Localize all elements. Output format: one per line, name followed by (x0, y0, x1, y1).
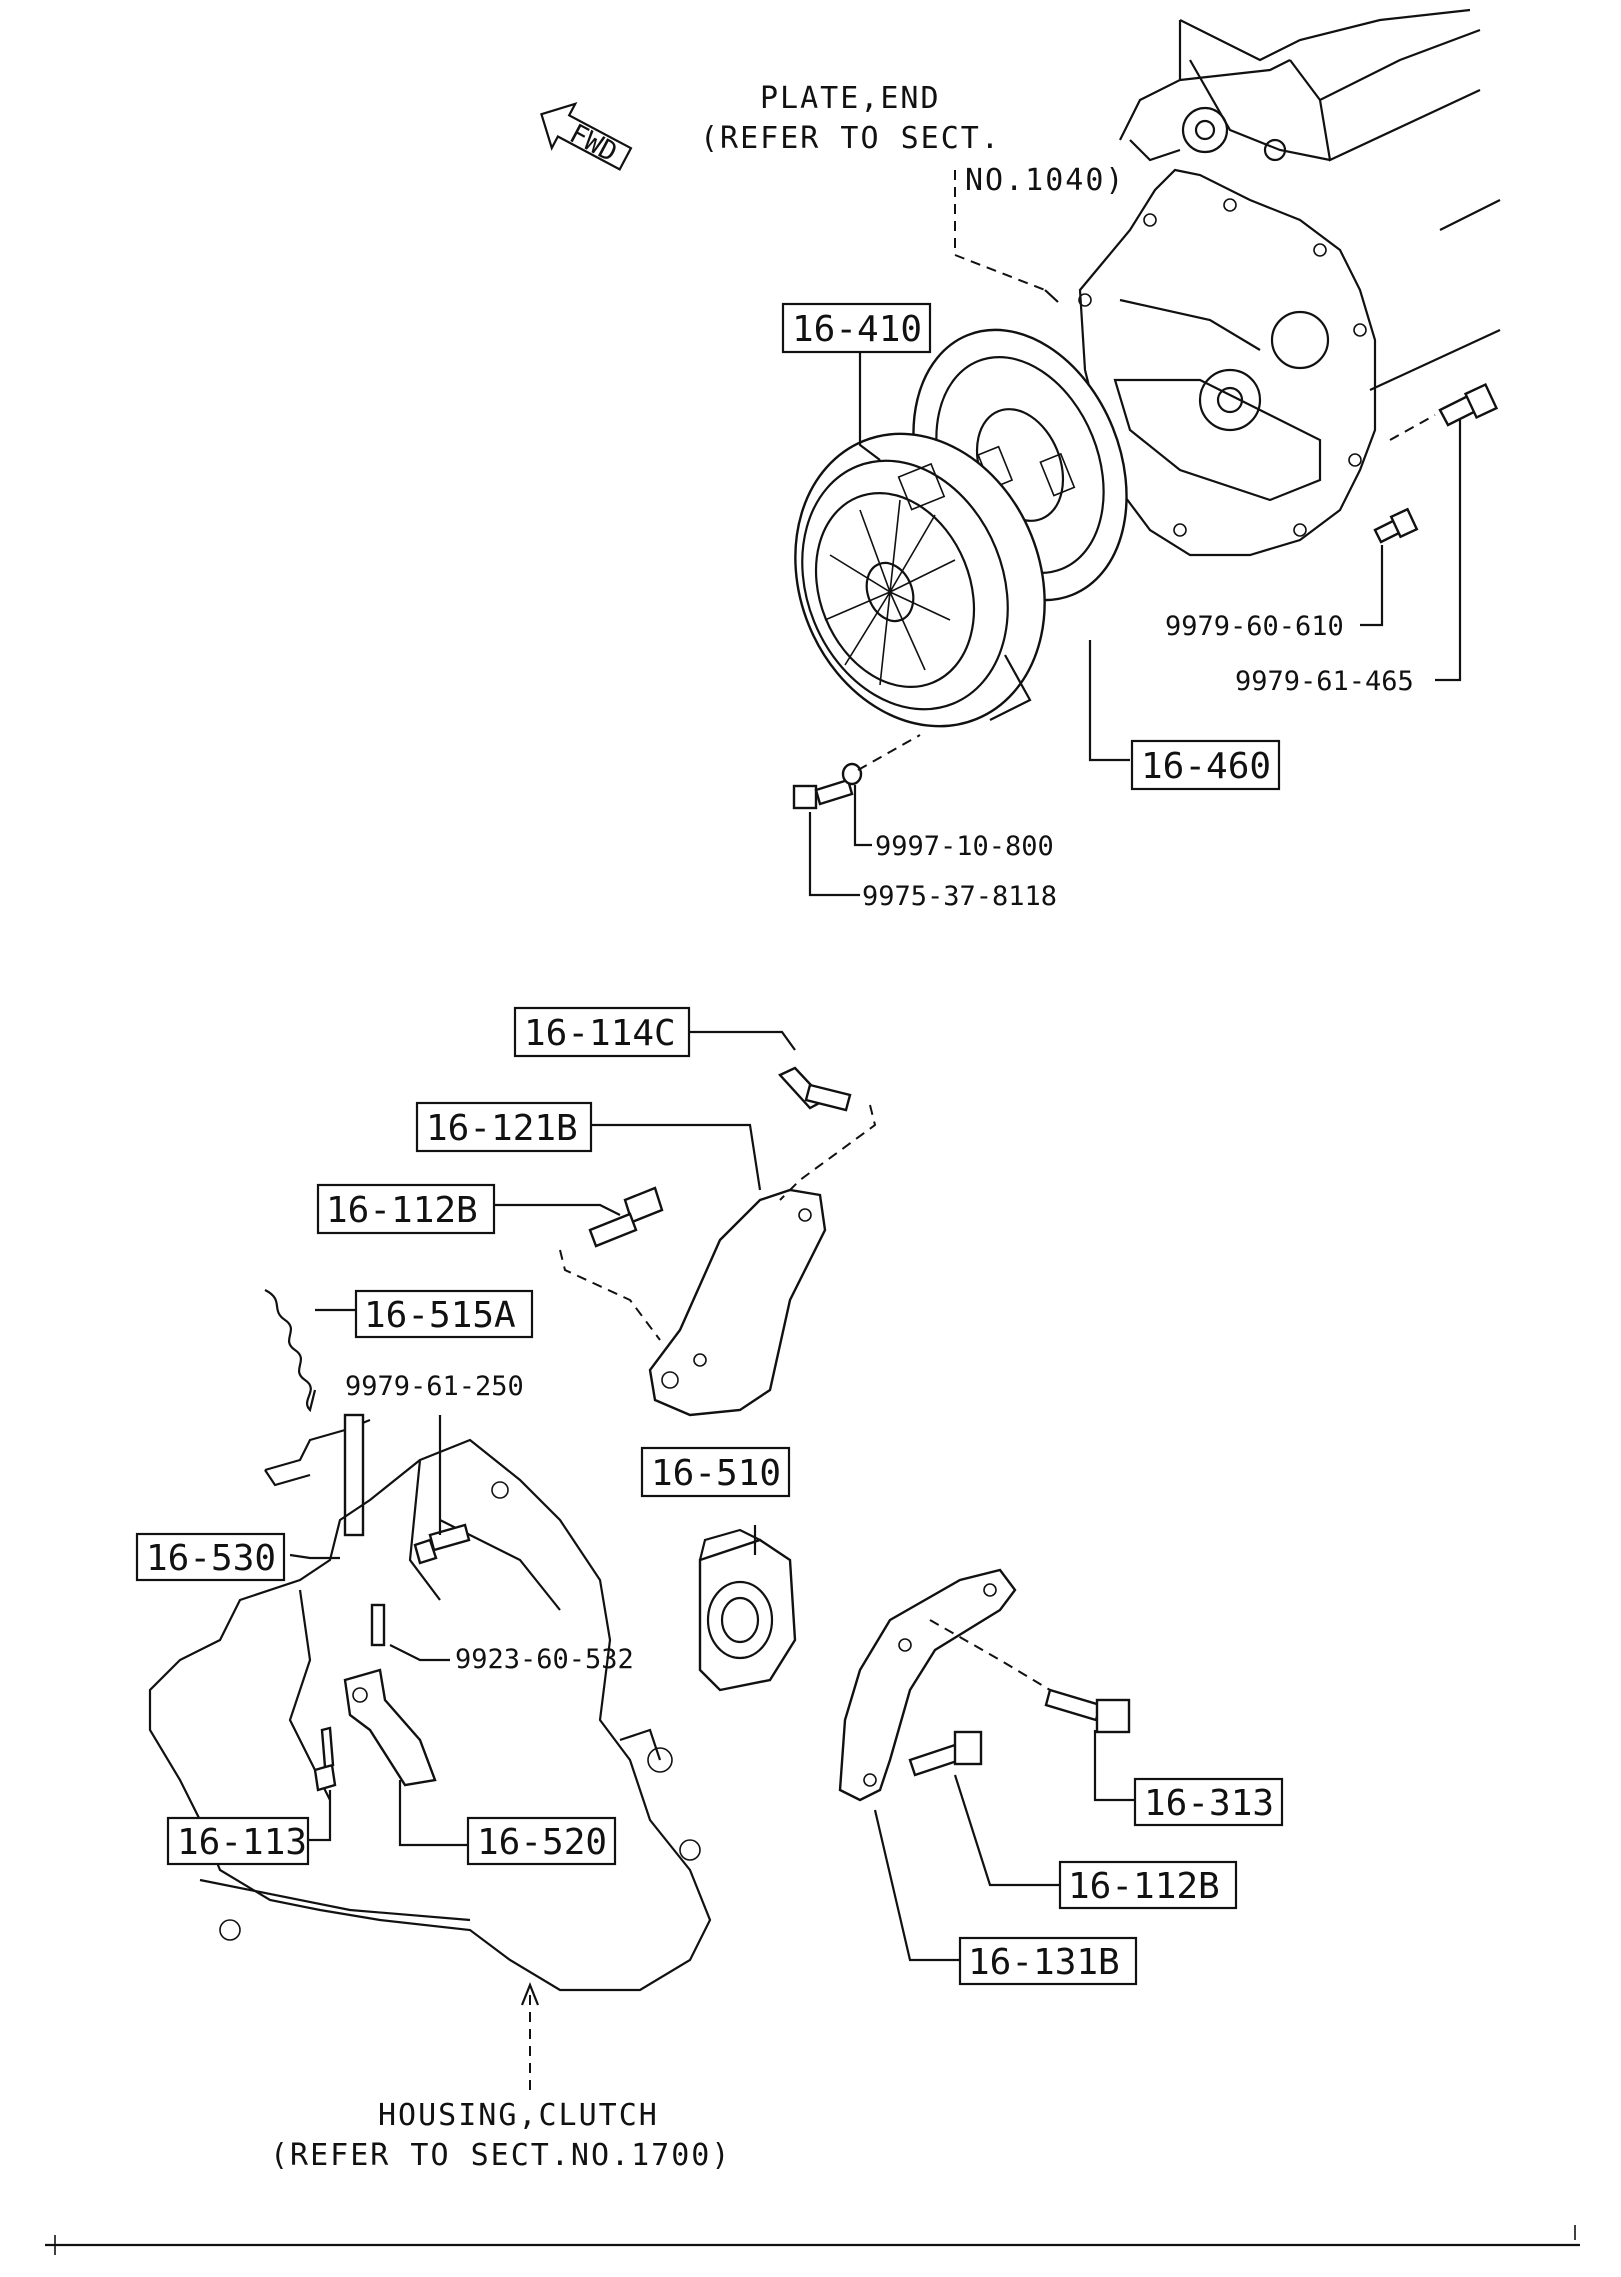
fwd-label: FWD (564, 118, 622, 168)
part-box-16-112b-top (316, 1183, 496, 1235)
bolt-16-313-illustration (1044, 1688, 1131, 1734)
part-box-16-121b (415, 1101, 593, 1153)
release-fork-illustration (343, 1668, 437, 1787)
pressure-plate-bolt-illustration (792, 762, 863, 810)
part-number-9975-37-8118: 9975-37-8118 (862, 881, 1057, 912)
bolt-16-114c-illustration (778, 1066, 852, 1112)
part-box-16-520 (466, 1816, 617, 1866)
part-label-16-112b-top: 16-112B (326, 1190, 478, 1231)
part-number-9923-60-532: 9923-60-532 (455, 1644, 634, 1675)
part-number-9979-60-610: 9979-60-610 (1165, 611, 1344, 642)
part-box-16-515a (354, 1289, 534, 1339)
part-box-16-313 (1133, 1777, 1284, 1827)
release-bracket-illustration (648, 1188, 827, 1417)
part-label-16-530: 16-530 (146, 1538, 276, 1579)
end-plate-illustration (1078, 168, 1377, 557)
part-box-16-131b (958, 1936, 1138, 1986)
clutch-shaft-illustration (264, 1413, 371, 1537)
part-label-16-121b: 16-121B (426, 1108, 578, 1149)
pressure-plate-illustration (794, 432, 1046, 728)
transmission-housing-illustration (148, 1438, 712, 1992)
part-box-16-460 (1130, 739, 1281, 791)
part-number-9979-61-465: 9979-61-465 (1235, 666, 1414, 697)
part-box-16-112b-bottom (1058, 1860, 1238, 1910)
part-label-16-460: 16-460 (1141, 746, 1271, 787)
engine-block-illustration (1119, 8, 1501, 391)
return-spring-illustration (264, 1289, 317, 1413)
bolt-16-113-illustration (313, 1726, 337, 1792)
part-box-16-410 (781, 302, 932, 354)
part-label-16-114c: 16-114C (524, 1013, 676, 1054)
pin-9923-60-532-illustration (370, 1603, 386, 1647)
bolt-9979-61-250-illustration (413, 1523, 471, 1565)
fwd-arrow-icon: FWD (540, 102, 633, 171)
part-label-16-112b-bottom: 16-112B (1068, 1866, 1220, 1907)
plate-bolt-9979-61-465 (1438, 382, 1499, 427)
plate-end-note-line1: PLATE,END (760, 81, 941, 116)
part-label-16-131b: 16-131B (968, 1942, 1120, 1983)
part-label-16-313: 16-313 (1144, 1783, 1274, 1824)
bolt-16-112b-bottom-illustration (908, 1730, 983, 1777)
housing-note-line1: HOUSING,CLUTCH (378, 2098, 659, 2133)
part-number-9979-61-250: 9979-61-250 (345, 1371, 524, 1402)
part-label-16-520: 16-520 (477, 1822, 607, 1863)
part-box-16-510 (640, 1446, 791, 1498)
plate-end-note-line3: NO.1040) (965, 163, 1126, 198)
part-box-16-530 (135, 1532, 286, 1582)
part-label-16-113: 16-113 (177, 1822, 307, 1863)
part-label-16-410: 16-410 (792, 309, 922, 350)
part-label-16-515a: 16-515A (364, 1295, 516, 1336)
part-box-16-113 (166, 1816, 310, 1866)
part-label-16-510: 16-510 (651, 1453, 781, 1494)
bolt-16-112b-top-illustration (588, 1186, 664, 1248)
release-bearing-illustration (698, 1528, 797, 1692)
cylinder-bracket-illustration (838, 1568, 1017, 1802)
plate-end-note-line2: (REFER TO SECT. (700, 121, 1001, 156)
part-number-9997-10-800: 9997-10-800 (875, 831, 1054, 862)
plate-bolt-9979-60-610 (1373, 507, 1419, 544)
housing-note-line2: (REFER TO SECT.NO.1700) (270, 2138, 731, 2173)
part-box-16-114c (513, 1006, 691, 1058)
